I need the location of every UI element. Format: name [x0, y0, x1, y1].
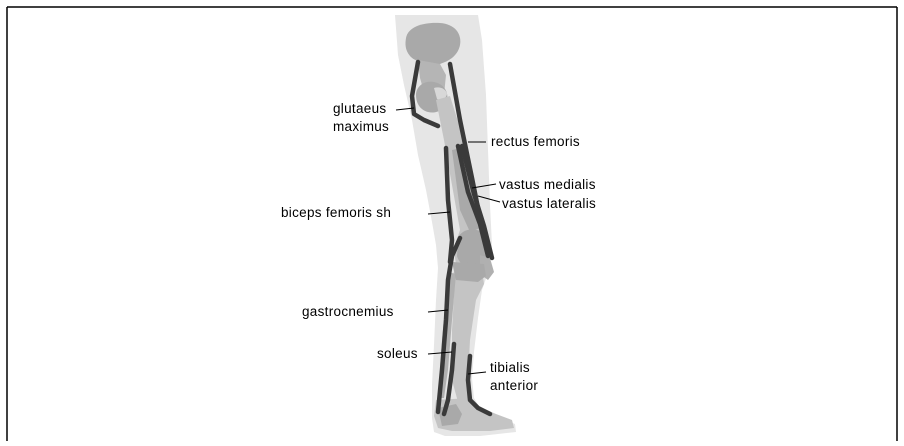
- label-glutaeus-1: glutaeus: [333, 101, 386, 116]
- label-tibialis-1: tibialis: [490, 360, 530, 375]
- label-biceps-femoris-sh: biceps femoris sh: [281, 205, 391, 220]
- tibia-head: [452, 262, 486, 282]
- label-rectus-femoris: rectus femoris: [491, 134, 580, 149]
- label-vastus-medialis: vastus medialis: [499, 177, 596, 192]
- label-tibialis-2: anterior: [490, 378, 538, 393]
- label-vastus-lateralis: vastus lateralis: [502, 196, 596, 211]
- label-soleus: soleus: [377, 346, 418, 361]
- label-glutaeus-2: maximus: [333, 119, 389, 134]
- label-gastrocnemius: gastrocnemius: [302, 304, 394, 319]
